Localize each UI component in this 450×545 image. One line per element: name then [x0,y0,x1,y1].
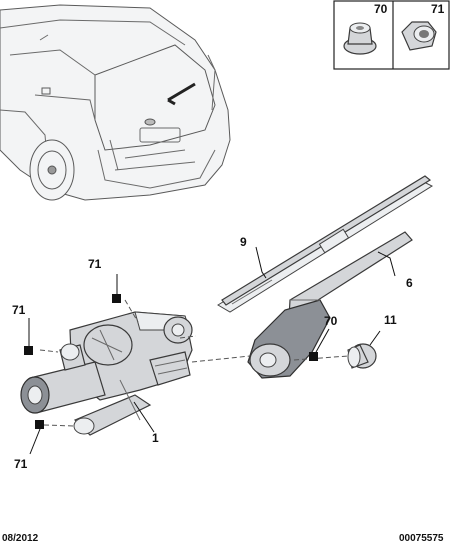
wiper-motor-assembly [20,311,193,436]
assembly-axis-line [191,355,251,363]
callout-motor: 1 [152,431,159,445]
bolt-marker-bottom [35,420,44,429]
inset-ref-71: 71 [431,2,445,16]
callout-nut-cap: 11 [384,313,397,327]
callout-wiper-arm: 6 [406,276,413,290]
callout-wiper-blade: 9 [240,235,247,249]
bolt-marker-left [24,346,33,355]
date-code: 08/2012 [2,533,39,544]
callout-bolt-bottom: 71 [14,457,28,471]
nut-marker-70 [309,352,318,361]
callout-bolt-top: 71 [88,257,102,271]
nut-cap [347,343,377,369]
callout-nut-arm: 70 [324,314,338,328]
callout-bolt-left: 71 [12,303,26,317]
flanged-nut-icon [343,22,377,55]
diagram-id: 00075575 [399,533,444,544]
inset-ref-70: 70 [374,2,388,16]
hex-nut-icon [401,21,437,51]
wiper-blade [217,175,434,313]
wiper-arm [247,231,413,379]
vehicle-rear-illustration [0,4,231,201]
bolt-marker-top [112,294,121,303]
fastener-inset: 70 71 [333,0,450,70]
